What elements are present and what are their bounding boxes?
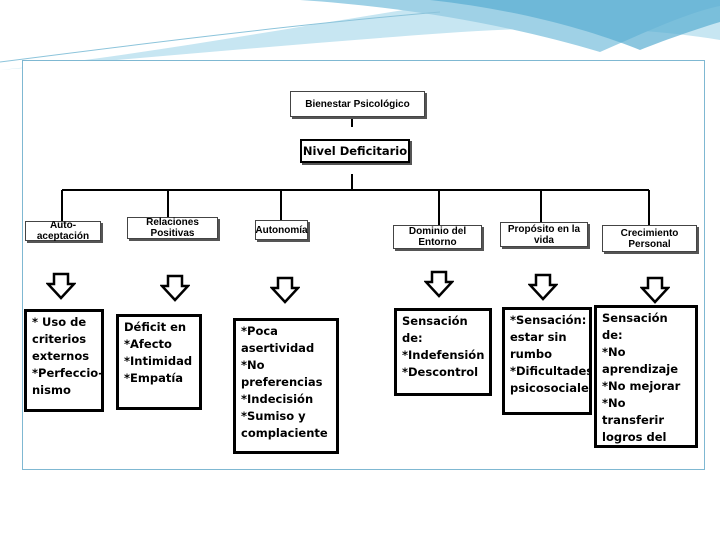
category-relaciones-positivas: Relaciones Positivas [127, 217, 218, 239]
down-arrow-icon [640, 276, 670, 304]
down-arrow-icon [424, 270, 454, 298]
down-arrow-icon [528, 273, 558, 301]
detail-crecimiento-personal: Sensación de: *No aprendizaje *No mejora… [594, 305, 698, 448]
detail-auto-aceptacion: * Uso de criterios externos *Perfeccio- … [24, 309, 104, 412]
detail-proposito-en-la-vida: *Sensación: estar sin rumbo *Dificultade… [502, 307, 592, 415]
down-arrow-icon [270, 276, 300, 304]
category-auto-aceptacion: Auto-aceptación [25, 220, 101, 242]
category-proposito-en-la-vida: Propósito en la vida [500, 222, 588, 247]
category-dominio-del-entorno: Dominio del Entorno [393, 225, 482, 249]
detail-relaciones-positivas: Déficit en *Afecto *Intimidad *Empatía [116, 314, 202, 410]
detail-dominio-del-entorno: Sensación de: *Indefensión *Descontrol [394, 308, 492, 396]
root-node: Bienestar Psicológico [290, 91, 425, 117]
level-node: Nivel Deficitario [300, 139, 410, 163]
down-arrow-icon [160, 274, 190, 302]
category-autonomia: Autonomía [255, 220, 308, 240]
category-crecimiento-personal: Crecimiento Personal [602, 225, 697, 252]
detail-autonomia: *Poca asertividad *No preferencias *Inde… [233, 318, 339, 454]
decorative-wave-header [0, 0, 720, 70]
down-arrow-icon [46, 272, 76, 300]
